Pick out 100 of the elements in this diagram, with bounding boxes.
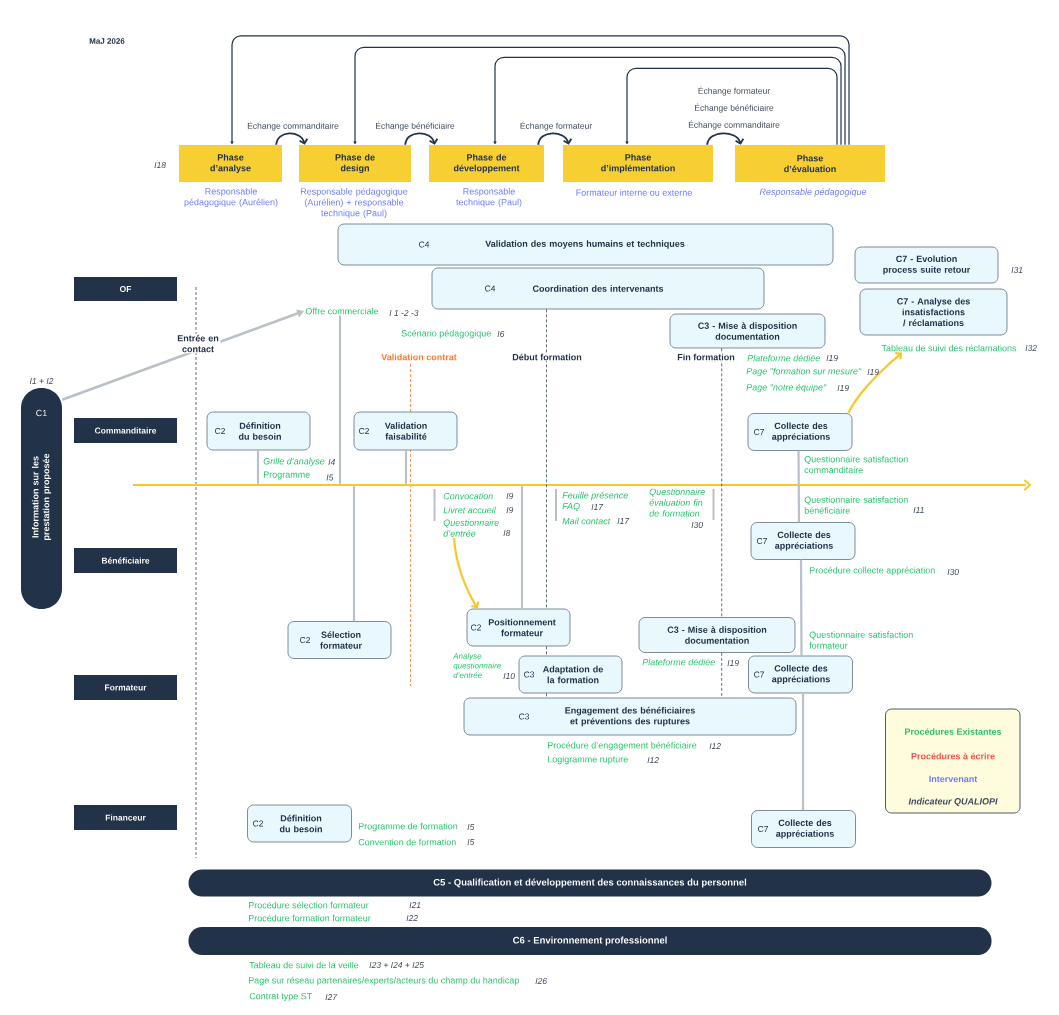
indicator-code: I19	[826, 355, 838, 361]
edge-label: Fin formation	[676, 352, 736, 362]
indicator-code: I12	[709, 743, 721, 749]
arrow	[230, 35, 850, 146]
curved-arrow	[537, 132, 573, 146]
role-text: Responsable pédagogique (Aurélien) + responsable technique (Paul)	[300, 187, 408, 219]
indicator-code: I18	[154, 162, 166, 168]
connector-line	[256, 450, 260, 484]
dashed-line	[721, 652, 723, 698]
curved-arrow	[404, 132, 439, 146]
process-box: C7 - Evolution process suite retour	[854, 246, 999, 284]
indicator-code: I31	[1011, 267, 1023, 273]
indicator-code: I5	[467, 839, 475, 845]
indicator-code: I 1 -2 -3	[389, 310, 419, 316]
milestone-label: Entrée en contact	[175, 333, 221, 354]
exchange-label: Échange formateur	[698, 86, 770, 96]
phase-box: Phase d’analyse	[179, 145, 282, 182]
pill-box: C1 Information sur les prestation proposée	[21, 388, 62, 609]
process-box: C3 - Mise à disposition documentation	[669, 313, 826, 349]
arrow	[625, 67, 838, 146]
document-text: FAQ	[562, 503, 580, 511]
lane-label: Bénéficiaire	[74, 548, 177, 573]
process-box: C2 Définition du besoin	[206, 411, 311, 451]
process-box: C4 Coordination des intervenants	[431, 267, 765, 310]
edge-label: Début formation	[511, 352, 583, 362]
dashed-line	[546, 309, 547, 609]
document-text: Plateforme dédiée	[642, 658, 715, 666]
document-text: Page "notre équipe"	[746, 383, 827, 393]
document-text: Programme	[263, 471, 310, 480]
connector-line	[352, 486, 356, 622]
role-text: Responsable pédagogique (Aurélien)	[184, 187, 278, 208]
connector-line	[338, 315, 342, 484]
document-text: Page sur réseau partenaires/experts/acteurs du champ du handicap	[248, 976, 519, 986]
process-box: C2 Validation faisabilité	[353, 411, 458, 451]
curved-arrow	[847, 352, 902, 414]
document-text: Questionnaire satisfaction formateur	[809, 631, 913, 649]
document-text: Analyse questionnaire d’entrée	[452, 652, 501, 679]
indicator-code: I27	[325, 994, 338, 1000]
indicator-code: I17	[591, 504, 604, 510]
role-text: Responsable pédagogique	[759, 188, 867, 197]
document-text: Plateforme dédiée	[747, 354, 820, 362]
document-text: Convention de formation	[358, 838, 456, 846]
connector-line	[799, 559, 803, 656]
process-box: C7 Collecte des appréciations	[750, 522, 856, 560]
lane-label: Commanditaire	[74, 418, 177, 443]
document-text: Procédure collecte appréciation	[809, 566, 935, 576]
document-text: Questionnaire évaluation fin de formation	[649, 488, 705, 517]
process-box: C7 Collecte des appréciations	[748, 655, 853, 694]
connector-line	[801, 693, 805, 811]
milestone-label: Validation contrat	[381, 353, 457, 361]
connector-line	[404, 450, 408, 484]
indicator-code: I4	[328, 459, 335, 465]
document-text: Contrat type ST	[249, 992, 312, 1002]
indicator-code: I10	[503, 673, 515, 679]
document-text: Procédure formation formateur	[248, 914, 371, 922]
indicator-code: I12	[647, 757, 659, 763]
phase-box: Phase de développement	[429, 145, 544, 182]
indicator-code: I30	[947, 569, 959, 575]
process-box: C4 Validation des moyens humains et techniques	[337, 223, 834, 266]
indicator-code: I26	[535, 978, 547, 984]
banner-bar: C6 - Environnement professionnel	[188, 927, 992, 955]
legend-text: Procédures Existantes	[905, 728, 1002, 735]
lane-label: Formateur	[74, 675, 177, 700]
dashed-line	[546, 693, 547, 698]
indicator-code: I30	[691, 522, 703, 528]
indicator-code: I1 + I2	[29, 378, 54, 384]
document-text: Questionnaire satisfaction bénéficiaire	[804, 496, 908, 514]
indicator-code: I19	[727, 660, 739, 666]
curved-arrow	[452, 537, 480, 609]
legend-text: Procédures à écrire	[911, 752, 995, 760]
process-box: C3 Engagement des bénéficiaires et préventions des ruptures	[463, 697, 797, 736]
document-text: Questionnaire d’entrée	[443, 519, 499, 537]
process-box: C7 Collecte des appréciations	[747, 413, 853, 451]
banner-bar: C5 - Qualification et développement des connaissances du personnel	[188, 869, 992, 897]
indicator-code: I22	[406, 915, 418, 921]
process-box: C7 Collecte des appréciations	[751, 810, 856, 848]
phase-box: Phase d’évaluation	[735, 145, 885, 182]
indicator-code: I32	[1025, 345, 1037, 351]
process-box: C2 Définition du besoin	[247, 804, 352, 843]
document-text: Offre commerciale	[305, 307, 379, 315]
document-text: Tableau de suivi des réclamations	[881, 344, 1017, 352]
date-text: MaJ 2026	[89, 38, 125, 44]
phase-box: Phase d’implémentation	[563, 145, 713, 182]
phase-box: Phase de design	[299, 145, 411, 182]
indicator-code: I6	[497, 331, 505, 337]
indicator-code: I8	[503, 530, 511, 536]
indicator-code: I19	[837, 385, 849, 391]
edge-label: Échange commanditaire	[246, 120, 340, 132]
indicator-code: I9	[506, 507, 514, 513]
exchange-label: Échange bénéficiaire	[695, 103, 774, 113]
document-text: Logigramme rupture	[547, 755, 628, 765]
process-box: C3 - Mise à disposition documentation	[638, 617, 796, 653]
curved-arrow	[275, 132, 309, 146]
indicator-code: I21	[409, 902, 421, 908]
connector-line	[797, 450, 801, 523]
legend-text: Intervenant	[929, 775, 978, 783]
legend-text: Indicateur QUALIOPI	[908, 797, 998, 807]
edge-label: Échange formateur	[518, 120, 594, 132]
document-text: Procédure d’engagement bénéficiaire	[547, 741, 697, 751]
document-text: Programme de formation	[358, 822, 458, 832]
